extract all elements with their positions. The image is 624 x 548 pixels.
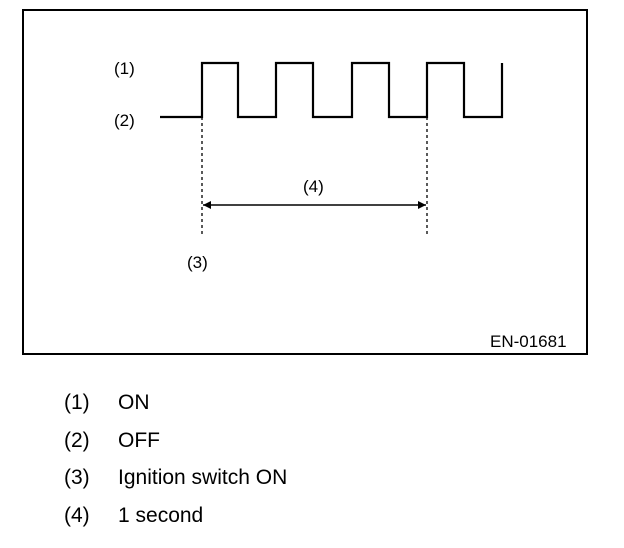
legend-item: (2) OFF [64,422,564,460]
figure-id: EN-01681 [490,332,567,351]
label-start-marker: (3) [187,253,208,272]
legend-text: 1 second [118,503,204,527]
label-level-high: (1) [114,59,135,78]
label-level-low: (2) [114,111,135,130]
legend-key: (2) [64,428,90,452]
label-interval: (4) [303,177,324,196]
figure-frame [22,9,588,355]
legend-item: (3) Ignition switch ON [64,459,564,497]
pulse-waveform [160,61,504,119]
legend-item: (4) 1 second [64,497,564,535]
legend-text: OFF [118,428,160,452]
legend: (1) ON (2) OFF (3) Ignition switch ON (4… [64,384,564,534]
legend-key: (1) [64,391,90,415]
legend-text: Ignition switch ON [118,466,288,490]
legend-text: ON [118,391,150,415]
legend-key: (4) [64,503,90,527]
legend-item: (1) ON [64,384,564,422]
legend-key: (3) [64,466,90,490]
